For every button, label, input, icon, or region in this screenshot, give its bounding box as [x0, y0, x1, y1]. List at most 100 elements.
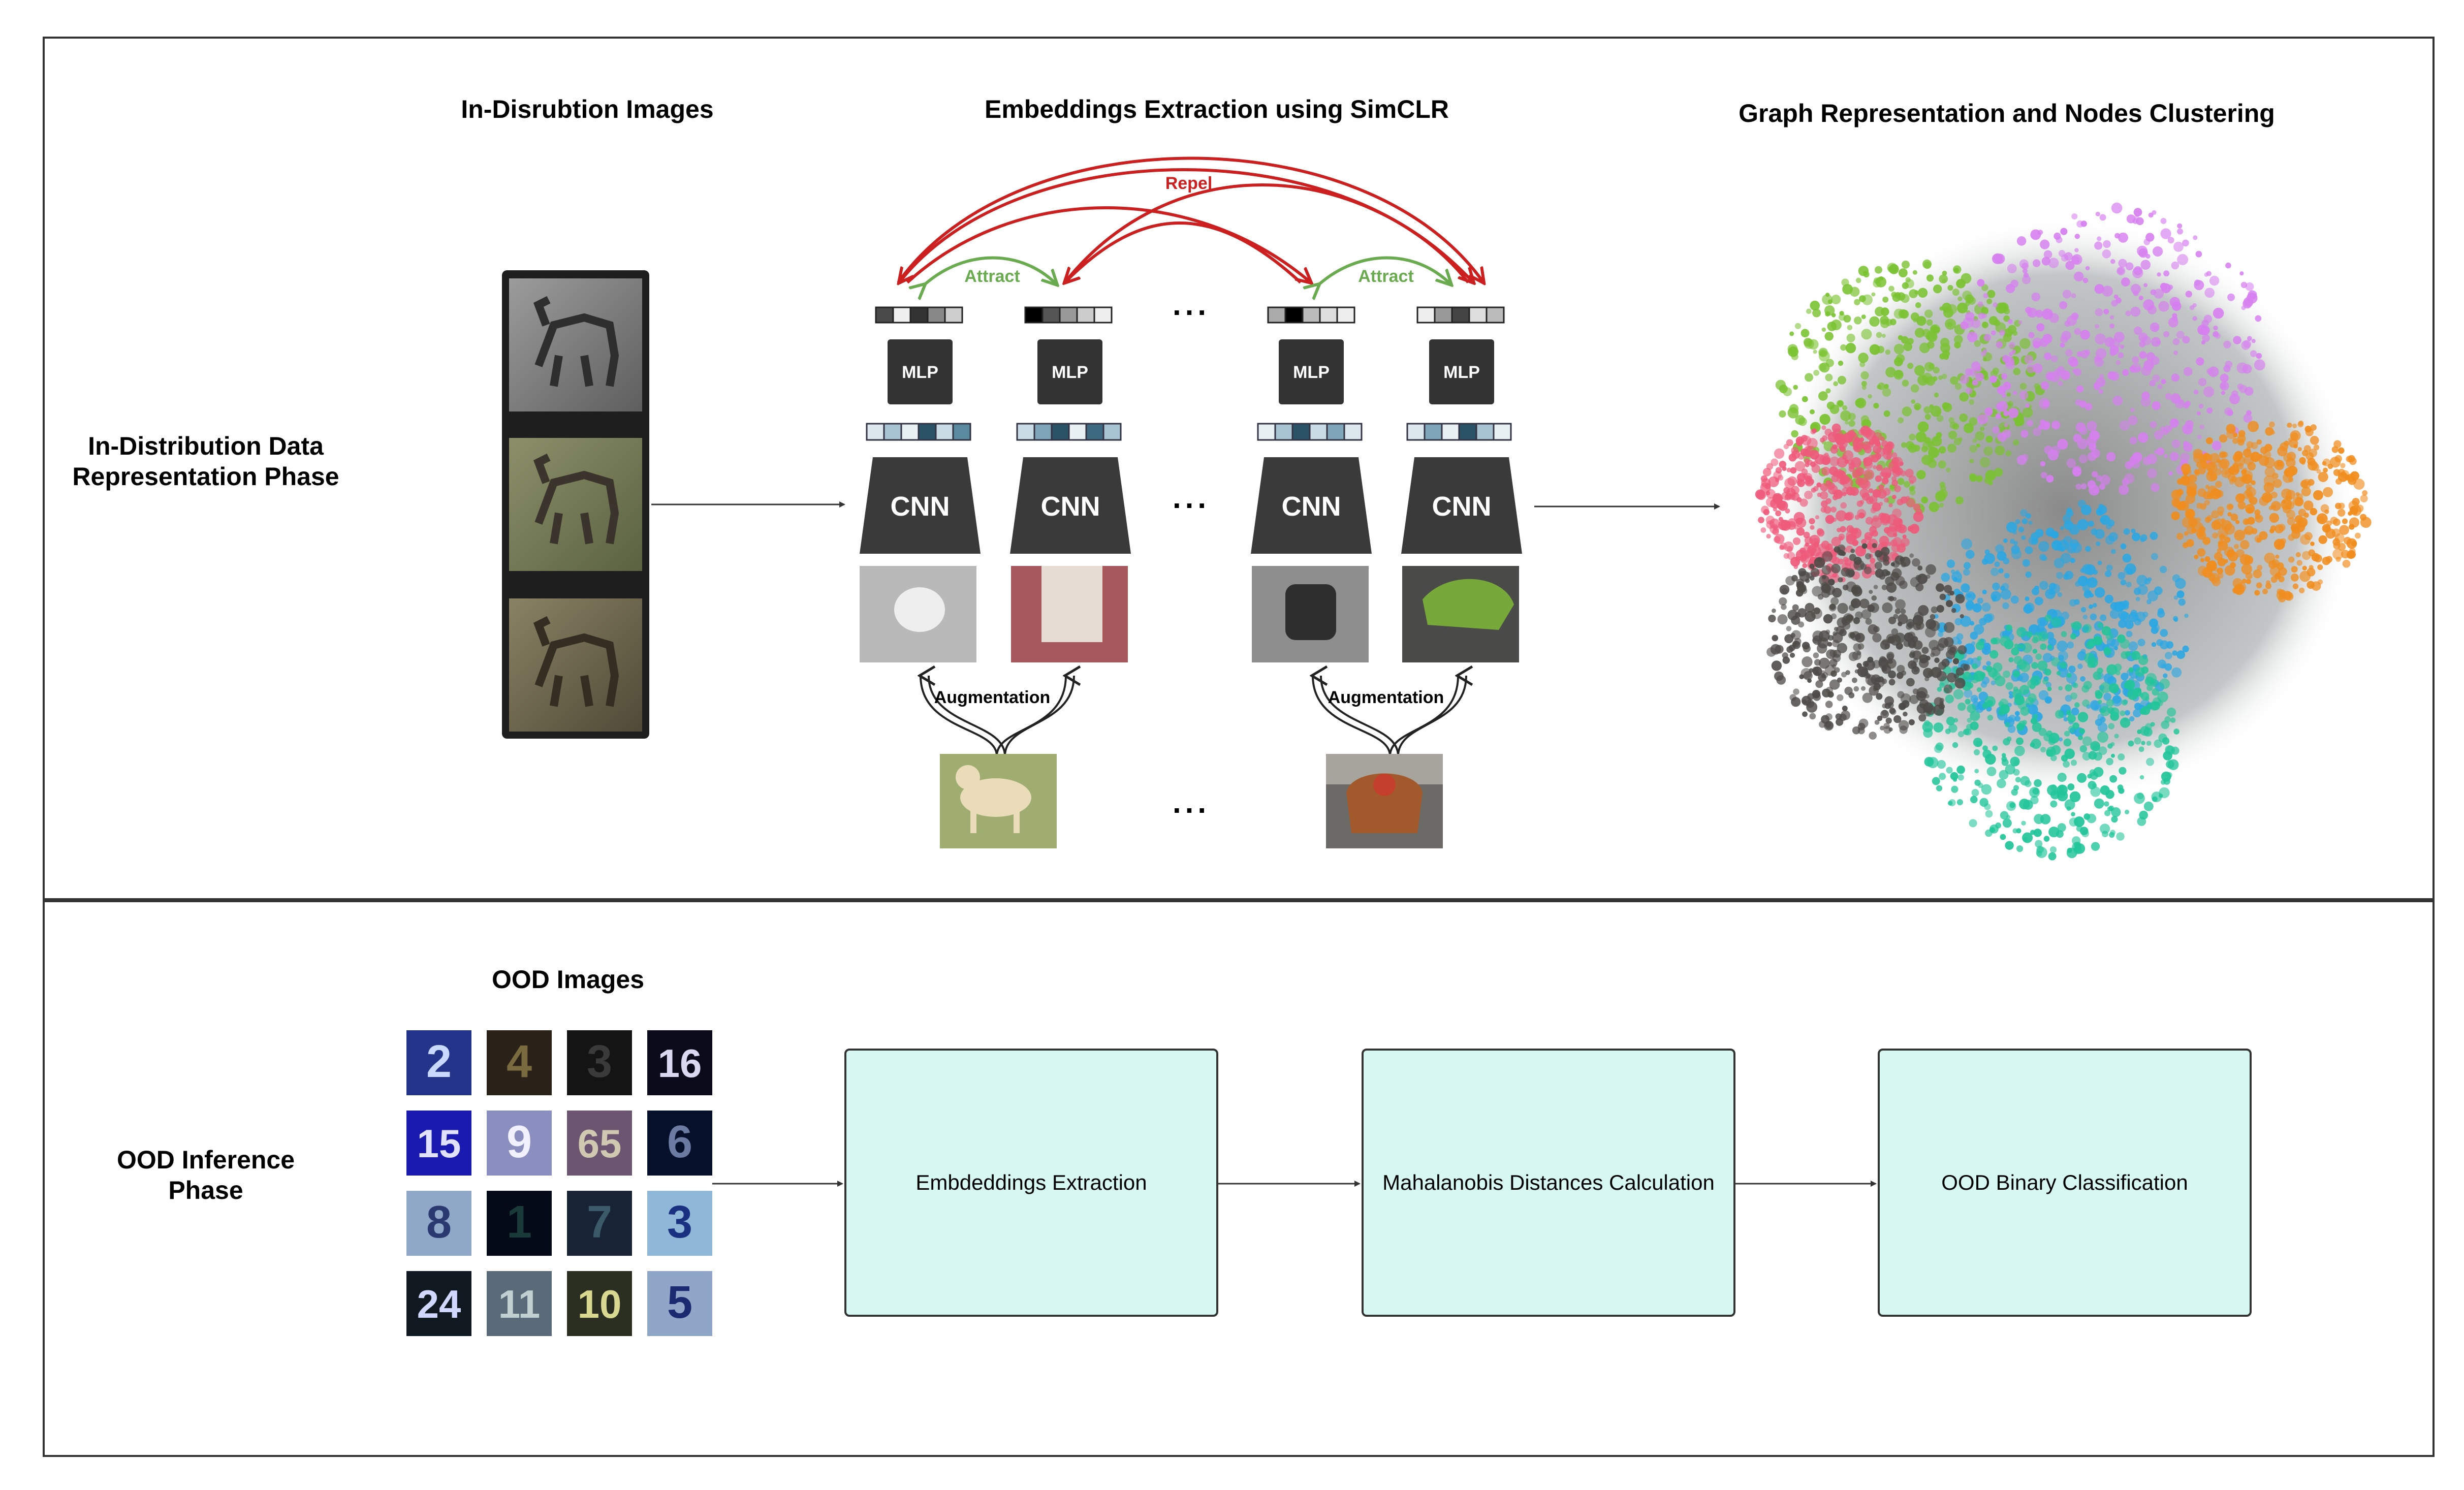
cloud-node [2171, 315, 2178, 322]
cloud-node [2139, 775, 2144, 780]
cloud-node [2237, 501, 2246, 510]
cloud-node [2171, 511, 2180, 521]
step-label-embeddings: Embdeddings Extraction [915, 1170, 1147, 1194]
cloud-node [2166, 772, 2172, 778]
cloud-node [2201, 320, 2209, 327]
cloud-node [2125, 710, 2130, 716]
cloud-node [1973, 624, 1984, 635]
cloud-node [2089, 443, 2097, 451]
cloud-node [2274, 459, 2285, 470]
cloud-node [2061, 754, 2068, 762]
cloud-node [1952, 742, 1958, 748]
cloud-node [1884, 527, 1890, 534]
cloud-node [2018, 526, 2025, 533]
cloud-node [1819, 720, 1826, 728]
cloud-node [2318, 535, 2327, 544]
cloud-node [2256, 439, 2262, 445]
cloud-node [1837, 603, 1848, 614]
cloud-node [2130, 306, 2141, 317]
cloud-node [1842, 492, 1847, 496]
cloud-node [2100, 474, 2110, 485]
cloud-node [1976, 475, 1983, 482]
cloud-node [2146, 352, 2155, 361]
cloud-node [2160, 629, 2168, 637]
cloud-node [1942, 350, 1950, 358]
cloud-node [1786, 467, 1791, 472]
cloud-node [2032, 259, 2041, 267]
cloud-node [1795, 415, 1805, 425]
cloud-node [1810, 576, 1815, 581]
cloud-node [2269, 513, 2279, 523]
cloud-node [2042, 400, 2049, 407]
cloud-node [1956, 765, 1965, 774]
cloud-node [1881, 334, 1886, 338]
cloud-node [2154, 450, 2158, 454]
cloud-node [2098, 503, 2104, 509]
cloud-node [2084, 653, 2095, 664]
cloud-node [2234, 477, 2245, 488]
cloud-node [2131, 283, 2141, 294]
cloud-node [1774, 448, 1785, 459]
cloud-node [2060, 335, 2068, 343]
cloud-node [2200, 558, 2205, 562]
cloud-node [2034, 814, 2044, 825]
cloud-node [2301, 460, 2305, 465]
cloud-node [2084, 403, 2093, 410]
cloud-node [1837, 694, 1844, 702]
cloud-node [2012, 530, 2017, 535]
cloud-node [1799, 674, 1804, 679]
cloud-node [2182, 239, 2189, 247]
cloud-node [1958, 437, 1963, 442]
cloud-node [2112, 395, 2123, 406]
cloud-node [2022, 275, 2031, 284]
cloud-node [2008, 407, 2019, 419]
cloud-node [1915, 302, 1921, 308]
cloud-node [1948, 799, 1956, 807]
cloud-node [1891, 452, 1898, 458]
cloud-node [2220, 373, 2229, 383]
cloud-node [1939, 593, 1946, 600]
cloud-node [2015, 519, 2020, 525]
cloud-node [1946, 600, 1953, 608]
cloud-node [2153, 246, 2163, 257]
cloud-node [1897, 498, 1904, 505]
cloud-node [1817, 529, 1825, 537]
cloud-node [2094, 798, 2104, 809]
cloud-node [1840, 526, 1846, 533]
cloud-node [1858, 718, 1869, 728]
cloud-node [2079, 745, 2088, 753]
cloud-node [2132, 460, 2140, 469]
cloud-node [1881, 307, 1889, 316]
cloud-node [1883, 722, 1890, 730]
cloud-node [2066, 673, 2072, 678]
cloud-node [1857, 666, 1868, 677]
cloud-node [1989, 375, 1997, 383]
cloud-node [1869, 344, 1880, 355]
cloud-node [2223, 340, 2231, 348]
cloud-node [1932, 376, 1938, 382]
cloud-node [2292, 496, 2302, 506]
cloud-node [2266, 580, 2270, 585]
cloud-node [1800, 571, 1806, 576]
cloud-node [1967, 717, 1972, 723]
ood-digit-tile [487, 1111, 552, 1176]
cloud-node [2032, 649, 2038, 654]
cloud-node [1762, 468, 1772, 477]
cloud-node [1918, 714, 1926, 722]
cloud-node [1888, 670, 1897, 679]
cloud-node [1994, 467, 2003, 477]
cloud-node [1773, 526, 1778, 531]
cloud-node [2239, 385, 2248, 393]
cloud-node [1856, 651, 1861, 656]
cloud-node [1875, 475, 1882, 482]
cloud-node [1982, 745, 1988, 751]
cloud-node [2002, 393, 2006, 398]
cloud-node [1872, 633, 1882, 643]
cloud-node [1993, 319, 2000, 327]
cloud-node [1910, 650, 1916, 656]
cloud-node [2058, 686, 2063, 691]
cloud-node [2177, 223, 2183, 229]
cloud-node [1814, 659, 1821, 666]
cloud-node [1963, 728, 1970, 735]
cloud-node [2275, 554, 2280, 559]
